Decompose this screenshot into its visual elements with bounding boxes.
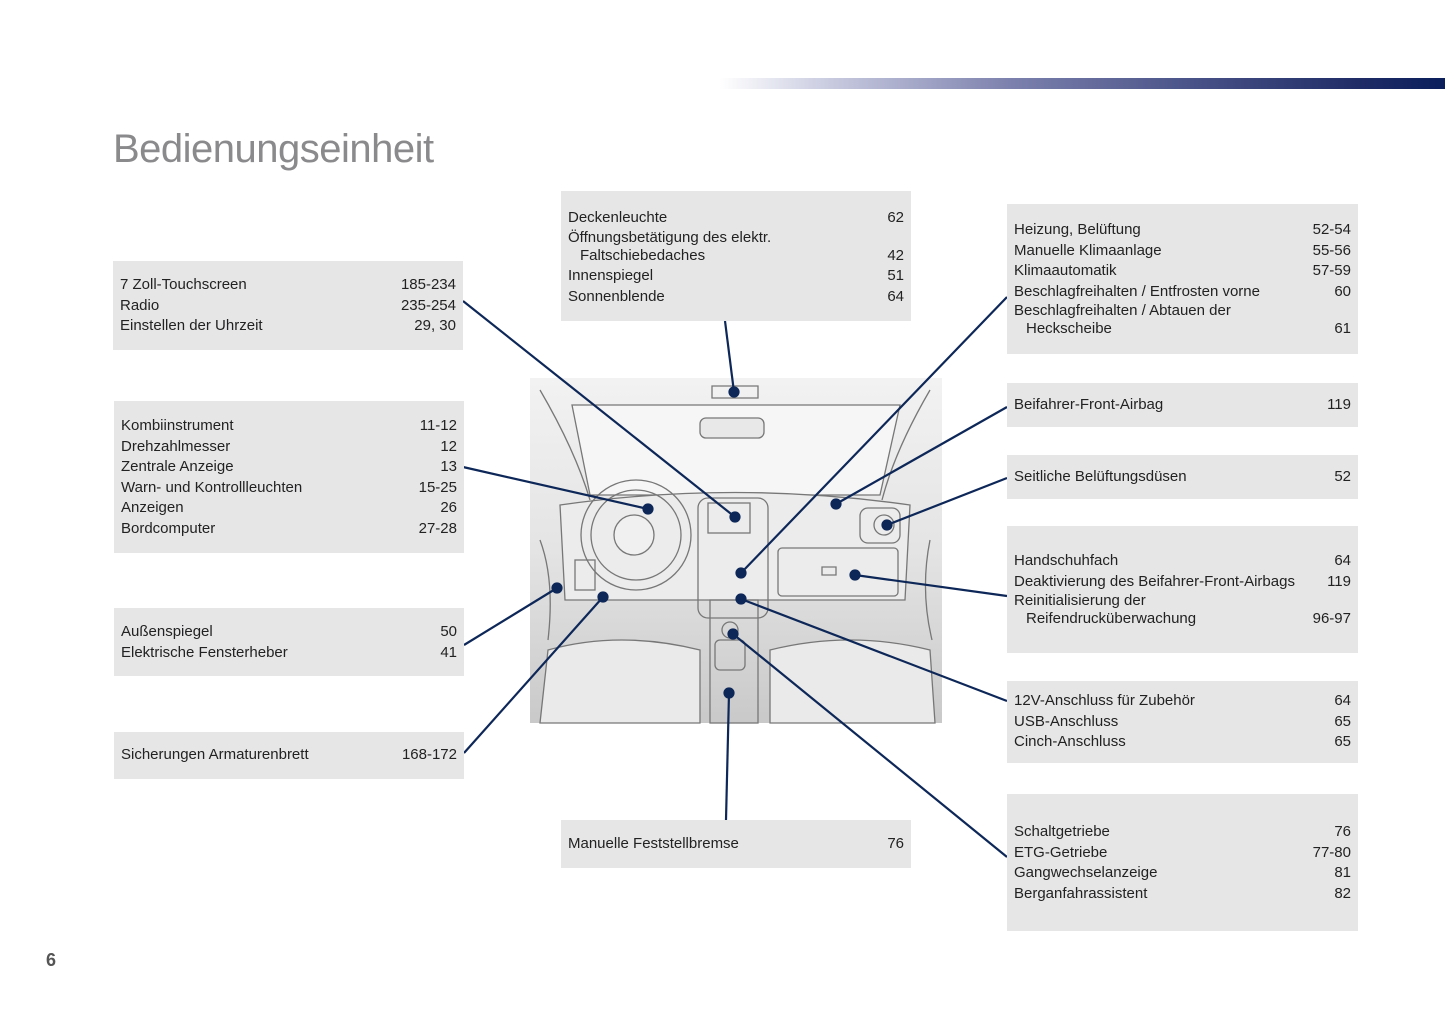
box-touchscreen: 7 Zoll-Touchscreen 185-234 Radio 235-254 E… bbox=[113, 261, 463, 350]
item-page: 77-80 bbox=[1312, 843, 1351, 861]
box-fuses: Sicherungen Armaturenbrett 168-172 bbox=[114, 732, 464, 779]
item-page: 11-12 bbox=[419, 417, 457, 434]
box-airbag: Beifahrer-Front-Airbag 119 bbox=[1007, 383, 1358, 427]
item-page: 82 bbox=[1334, 884, 1351, 902]
item-label: Kombiinstrument bbox=[121, 417, 234, 434]
item-page: 15-25 bbox=[418, 478, 457, 496]
item-label: Manuelle Klimaanlage bbox=[1014, 241, 1162, 259]
item-page: 61 bbox=[1334, 320, 1351, 337]
item-page: 76 bbox=[1334, 823, 1351, 840]
item-label: Berganfahrassistent bbox=[1014, 884, 1148, 902]
item-page: 13 bbox=[440, 458, 457, 475]
page-title: Bedienungseinheit bbox=[113, 127, 434, 171]
item-label: Deaktivierung des Beifahrer-Front-Airbag… bbox=[1014, 572, 1295, 590]
item-label: Faltschiebedaches bbox=[580, 246, 706, 264]
item-label: Manuelle Feststellbremse bbox=[568, 835, 739, 852]
leader-fuses bbox=[463, 596, 604, 754]
item-label: Heckscheibe bbox=[1026, 320, 1112, 337]
item-page: 50 bbox=[440, 623, 457, 640]
item-page: 57-59 bbox=[1312, 262, 1351, 279]
item-page: 185-234 bbox=[400, 276, 456, 293]
item-label: Elektrische Fensterheber bbox=[121, 643, 288, 661]
leader-ceiling bbox=[723, 320, 736, 393]
box-mirrors: Außenspiegel 50 Elektrische Fensterheber 4… bbox=[114, 608, 464, 676]
item-label: 12V-Anschluss für Zubehör bbox=[1014, 692, 1195, 709]
item-label: Deckenleuchte bbox=[568, 209, 668, 226]
item-page: 65 bbox=[1334, 712, 1351, 730]
item-page: 12 bbox=[440, 437, 457, 455]
leader-gearbox bbox=[732, 633, 1008, 858]
item-page: 76 bbox=[887, 835, 904, 852]
leader-glovebox bbox=[854, 573, 1008, 598]
item-page: 168-172 bbox=[401, 746, 457, 763]
item-label: Seitliche Belüftungsdüsen bbox=[1014, 468, 1187, 485]
item-page: 29, 30 bbox=[414, 317, 456, 334]
item-label: USB-Anschluss bbox=[1014, 712, 1119, 730]
leader-heating bbox=[740, 296, 1008, 574]
leader-vents bbox=[886, 476, 1008, 527]
item-label: 7 Zoll-Touchscreen bbox=[120, 276, 247, 293]
item-label: Heizung, Belüftung bbox=[1014, 221, 1141, 238]
item-label: Sicherungen Armaturenbrett bbox=[121, 746, 309, 763]
leader-sockets bbox=[740, 597, 1008, 703]
item-page: 64 bbox=[1334, 692, 1351, 709]
item-page: 41 bbox=[440, 643, 457, 661]
item-label: Öffnungsbetätigung des elektr. bbox=[568, 228, 772, 246]
item-page: 51 bbox=[887, 267, 904, 284]
page-number: 6 bbox=[46, 950, 57, 970]
item-page: 119 bbox=[1327, 572, 1351, 590]
item-label: ETG-Getriebe bbox=[1014, 843, 1108, 861]
item-label: Außenspiegel bbox=[121, 623, 213, 640]
box-ceiling: Deckenleuchte 62 Öffnungsbetätigung des e… bbox=[561, 191, 911, 321]
box-vents: Seitliche Belüftungsdüsen 52 bbox=[1007, 455, 1358, 499]
item-page: 96-97 bbox=[1312, 610, 1351, 627]
item-label: Sonnenblende bbox=[568, 287, 665, 305]
item-page: 65 bbox=[1334, 733, 1351, 750]
item-page: 55-56 bbox=[1312, 241, 1351, 259]
item-label: Beifahrer-Front-Airbag bbox=[1014, 396, 1164, 413]
leader-handbrake bbox=[724, 692, 731, 821]
item-label: Schaltgetriebe bbox=[1014, 823, 1110, 840]
item-page: 52 bbox=[1334, 468, 1351, 485]
item-label: Reinitialisierung der bbox=[1014, 592, 1146, 609]
item-page: 42 bbox=[887, 246, 904, 264]
leader-instrument bbox=[462, 465, 649, 511]
item-page: 119 bbox=[1327, 396, 1351, 413]
box-glovebox: Handschuhfach 64 Deaktivierung des Beifah… bbox=[1007, 526, 1358, 653]
item-page: 235-254 bbox=[400, 296, 456, 314]
item-label: Zentrale Anzeige bbox=[121, 458, 234, 475]
leader-touchscreen bbox=[462, 300, 736, 518]
item-page: 52-54 bbox=[1312, 221, 1351, 238]
item-label: Reifendrucküberwachung bbox=[1026, 610, 1197, 627]
item-label: Bordcomputer bbox=[121, 519, 216, 537]
item-label: Radio bbox=[120, 296, 160, 314]
leader-airbag bbox=[835, 406, 1008, 505]
item-label: Innenspiegel bbox=[568, 267, 654, 284]
box-sockets: 12V-Anschluss für Zubehör 64 USB-Anschlus… bbox=[1007, 681, 1358, 763]
item-page: 64 bbox=[887, 287, 904, 305]
item-label: Einstellen der Uhrzeit bbox=[120, 317, 263, 334]
box-gearbox: Schaltgetriebe 76 ETG-Getriebe 77-80 Gangw… bbox=[1007, 794, 1358, 931]
item-label: Gangwechselanzeige bbox=[1014, 864, 1158, 881]
item-label: Klimaautomatik bbox=[1014, 262, 1117, 279]
item-page: 81 bbox=[1334, 864, 1351, 881]
item-label: Beschlagfreihalten / Entfrosten vorne bbox=[1014, 282, 1260, 300]
header-gradient-bar bbox=[720, 78, 1445, 89]
item-label: Cinch-Anschluss bbox=[1014, 733, 1126, 750]
item-page: 62 bbox=[887, 209, 904, 226]
item-page: 27-28 bbox=[418, 519, 457, 537]
item-label: Drehzahlmesser bbox=[121, 437, 231, 455]
item-label: Anzeigen bbox=[121, 499, 184, 516]
box-heating: Heizung, Belüftung 52-54 Manuelle Klimaan… bbox=[1007, 204, 1358, 354]
box-handbrake: Manuelle Feststellbremse 76 bbox=[561, 820, 911, 868]
item-label: Handschuhfach bbox=[1014, 552, 1119, 569]
item-label: Beschlagfreihalten / Abtauen der bbox=[1014, 302, 1231, 319]
leader-mirrors bbox=[463, 587, 558, 646]
item-page: 26 bbox=[440, 499, 457, 516]
item-page: 60 bbox=[1334, 282, 1351, 300]
item-page: 64 bbox=[1334, 552, 1351, 569]
box-instrument: Kombiinstrument 11-12 Drehzahlmesser 12 Ze… bbox=[114, 401, 464, 553]
item-label: Warn- und Kontrollleuchten bbox=[121, 478, 303, 496]
